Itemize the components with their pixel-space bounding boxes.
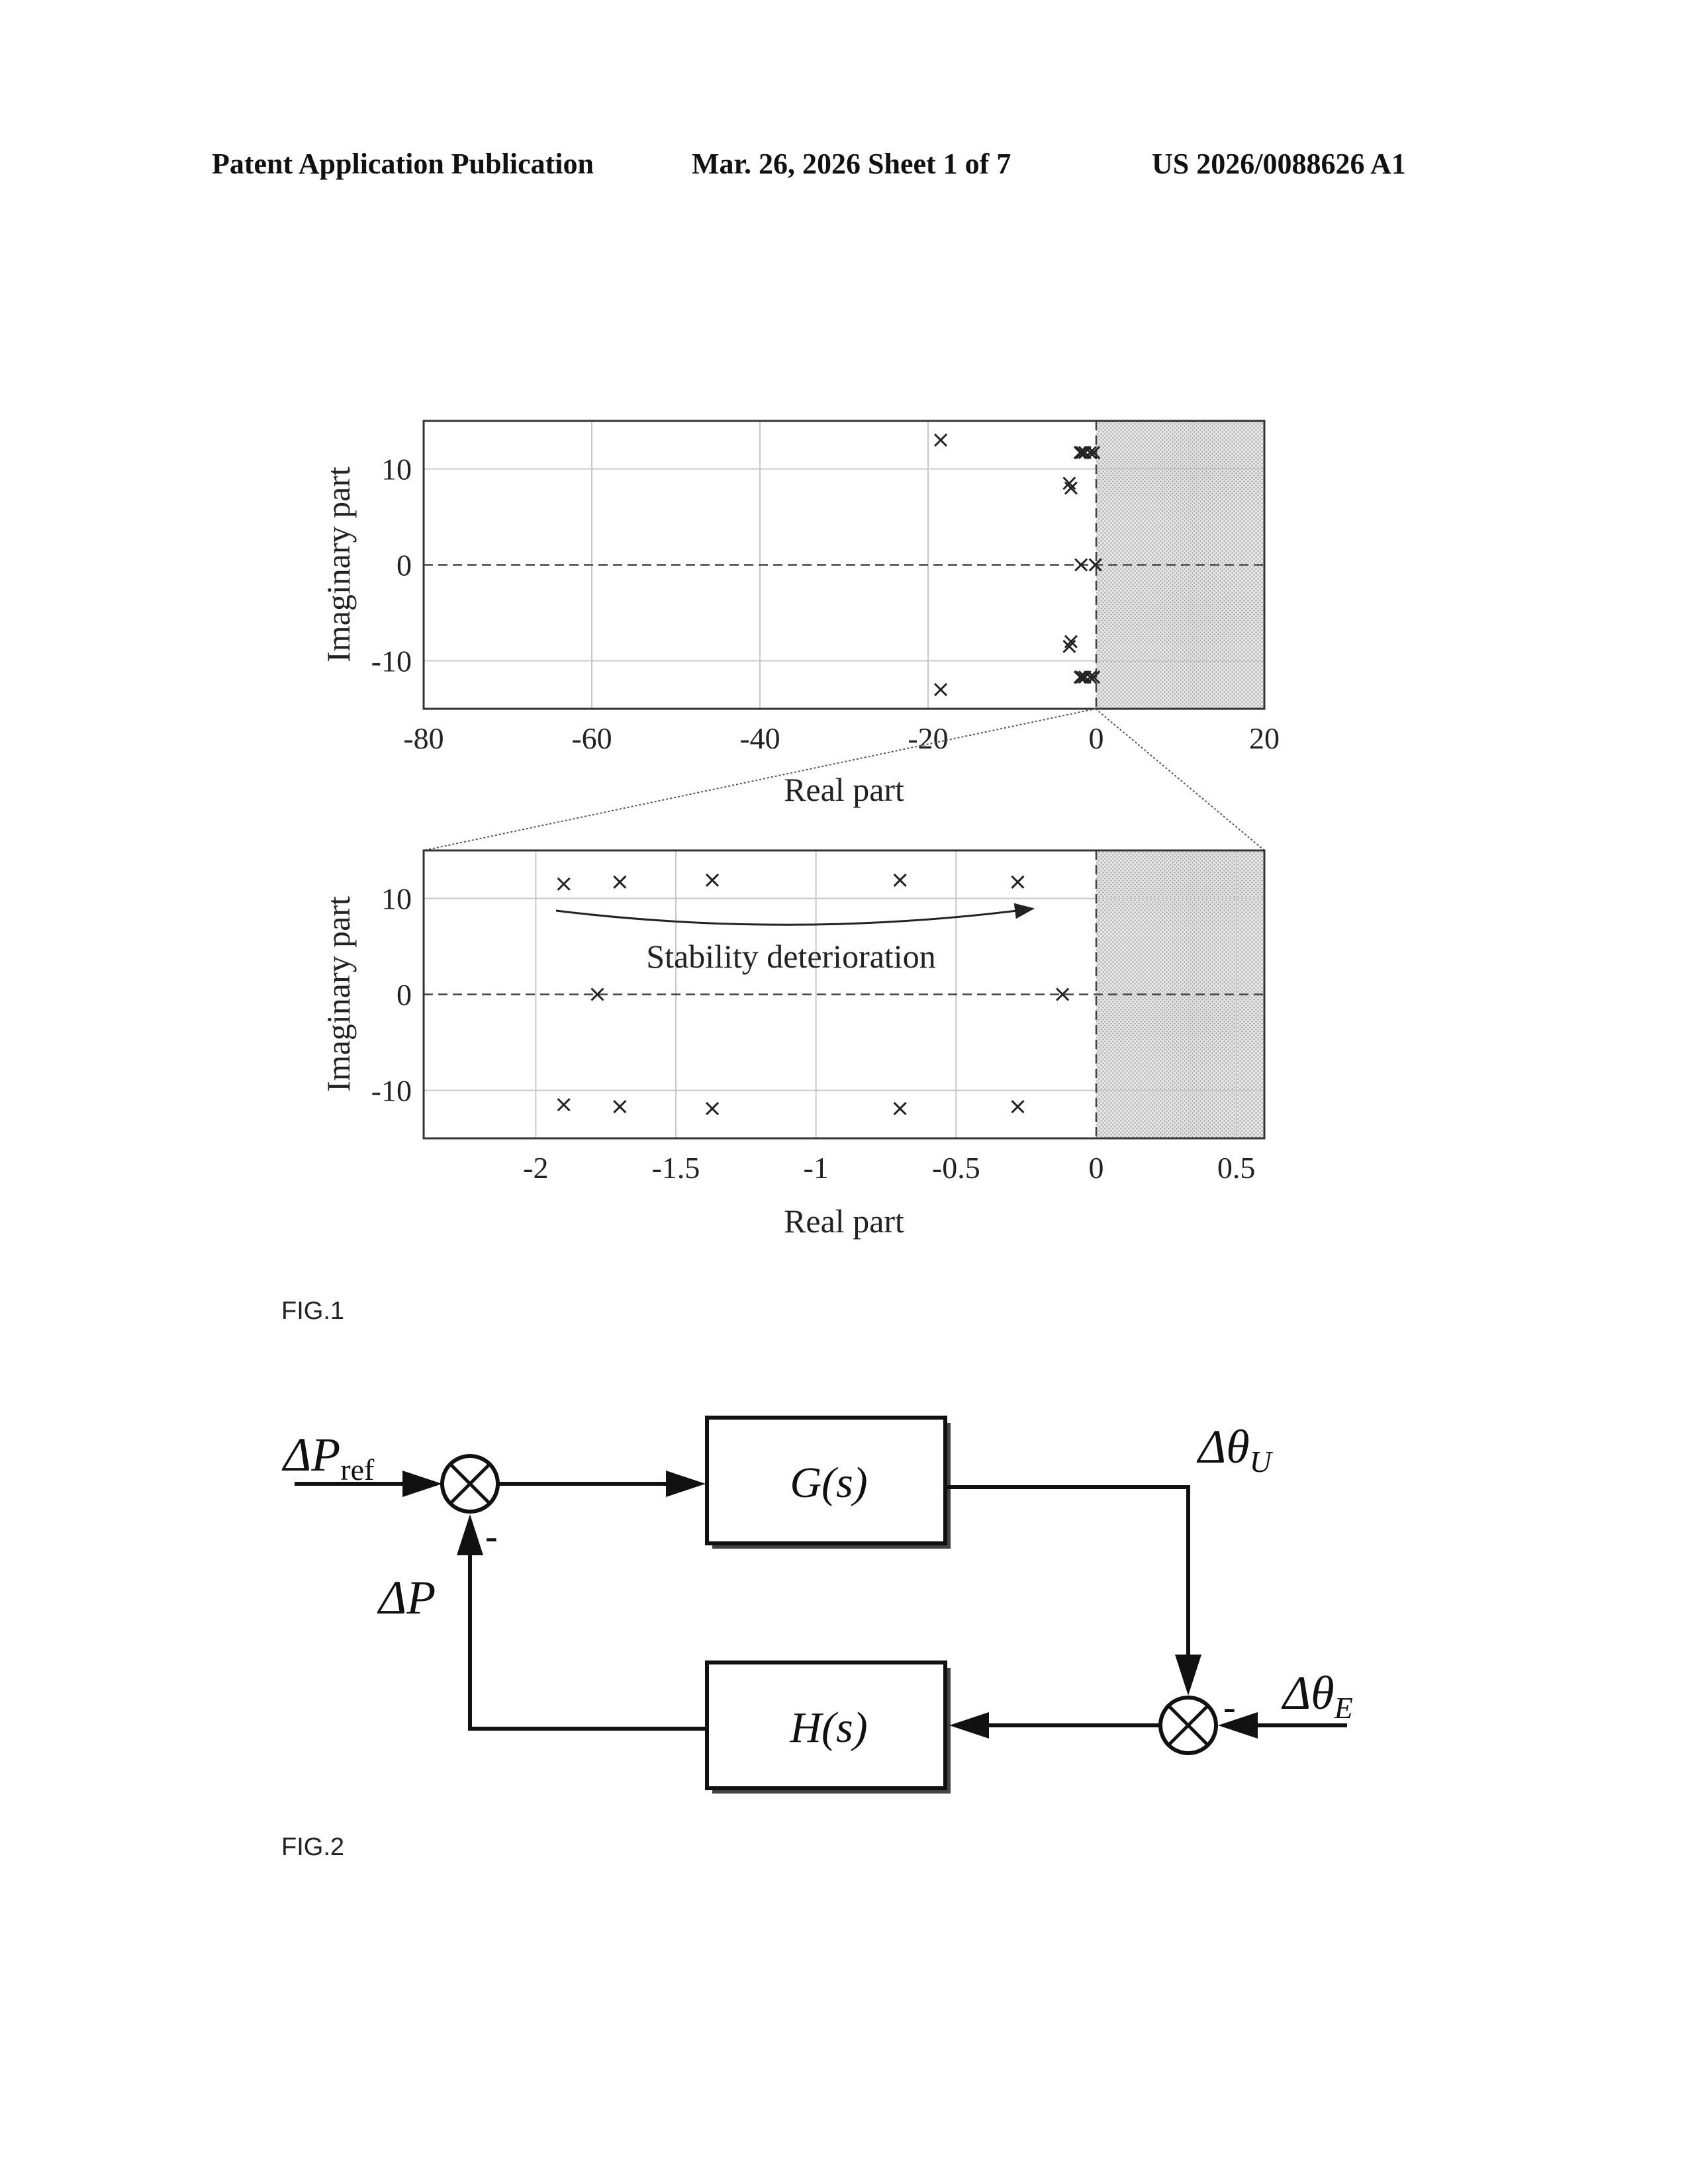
fig2-label: FIG.2 — [281, 1833, 344, 1862]
feedback-arrowhead — [457, 1514, 483, 1555]
g-block-label: G(s) — [790, 1459, 867, 1507]
sj2-to-h-arrowhead — [949, 1712, 989, 1739]
h-block-label: H(s) — [789, 1704, 867, 1752]
chart1-ylabel: Imaginary part — [320, 467, 357, 662]
chart2-unstable-region — [1096, 850, 1264, 1138]
x-tick-label: -1 — [804, 1151, 829, 1185]
minus-sign-top: - — [485, 1516, 498, 1557]
minus-sign-right: - — [1223, 1687, 1236, 1728]
fig1-label: FIG.1 — [281, 1297, 344, 1326]
g-output-arrowhead — [1175, 1655, 1201, 1696]
feedback-line — [470, 1552, 707, 1729]
x-tick-label: 20 — [1249, 721, 1280, 755]
x-tick-label: -60 — [571, 721, 612, 755]
x-tick-label: 0.5 — [1217, 1151, 1256, 1185]
x-tick-label: -80 — [403, 721, 444, 755]
y-tick-label: 10 — [381, 453, 412, 486]
y-tick-label: 0 — [397, 549, 412, 582]
chart1-unstable-region — [1096, 421, 1264, 709]
x-tick-label: 0 — [1089, 1151, 1104, 1185]
x-tick-label: -20 — [908, 721, 948, 755]
sj1-to-g-arrowhead — [666, 1471, 706, 1497]
chart1-xticks: -80 -60 -40 -20 0 20 — [403, 721, 1280, 755]
input-ref-label: ΔPref — [281, 1428, 375, 1486]
chart1-yticks: 10 0 -10 — [371, 453, 412, 678]
chart2-xlabel: Real part — [784, 1203, 904, 1240]
x-tick-label: -0.5 — [932, 1151, 980, 1185]
y-tick-label: 0 — [397, 978, 412, 1012]
pole-map-full: -80 -60 -40 -20 0 20 10 0 -10 Real part Imagina… — [320, 421, 1280, 808]
g-output-line — [947, 1487, 1188, 1658]
stability-annotation: Stability deterioration — [646, 938, 935, 975]
x-tick-label: -1.5 — [652, 1151, 700, 1185]
chart2-ylabel: Imaginary part — [320, 896, 357, 1092]
chart2-yticks: 10 0 -10 — [371, 882, 412, 1108]
x-tick-label: -2 — [523, 1151, 548, 1185]
chart2-xticks: -2 -1.5 -1 -0.5 0 0.5 — [523, 1151, 1255, 1185]
input-ref-arrowhead — [402, 1471, 442, 1497]
feedback-label: ΔP — [377, 1571, 436, 1624]
y-tick-label: -10 — [371, 645, 412, 678]
x-tick-label: -40 — [739, 721, 780, 755]
x-tick-label: 0 — [1089, 721, 1104, 755]
input-e-label: ΔθE — [1281, 1666, 1353, 1725]
output-u-label: ΔθU — [1196, 1420, 1274, 1479]
zoom-connector-right — [1096, 709, 1264, 850]
y-tick-label: -10 — [371, 1074, 412, 1108]
y-tick-label: 10 — [381, 882, 412, 916]
pole-map-zoomed: Stability deterioration -2 -1.5 -1 -0.5 0 0.5… — [320, 850, 1264, 1240]
chart1-xlabel: Real part — [784, 771, 904, 808]
